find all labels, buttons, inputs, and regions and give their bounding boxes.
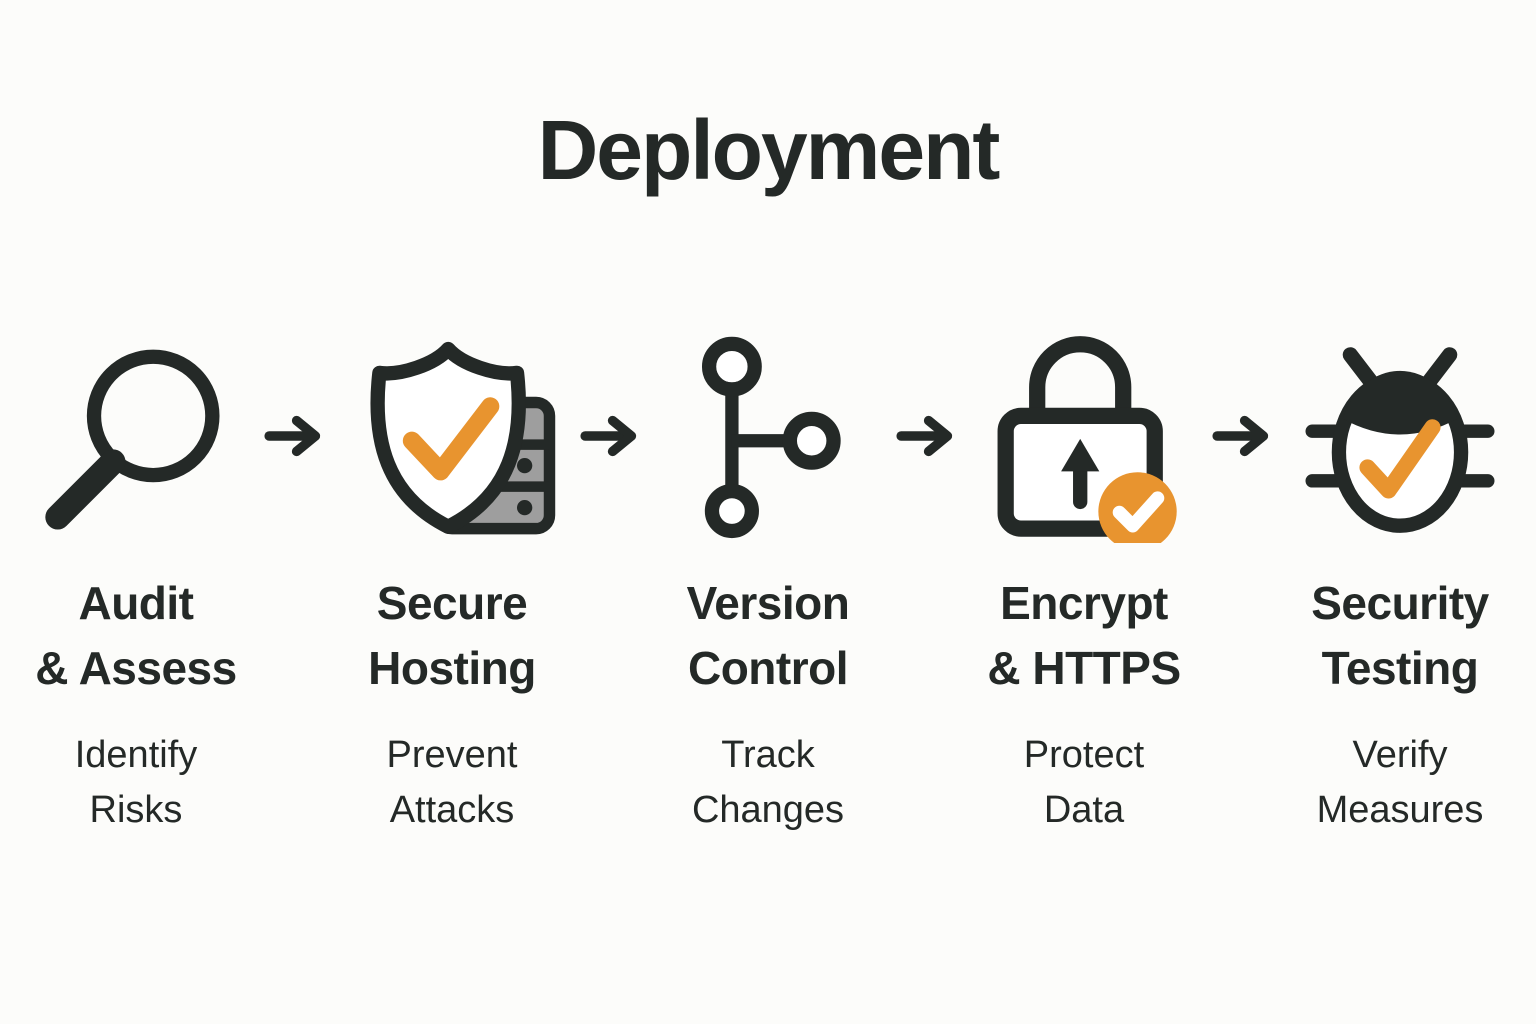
process-flow: Audit & Assess Identify Risks [0,328,1536,838]
right-arrow-icon [580,415,637,457]
magnifier-icon [31,328,241,543]
step-title: Security Testing [1311,577,1489,695]
step-subtitle: Prevent Attacks [386,733,518,831]
flow-connector [262,406,326,466]
right-arrow-icon [264,415,321,457]
flow-connector [894,406,958,466]
step-title: Encrypt & HTTPS [987,577,1181,695]
step-secure-hosting: Secure Hosting Prevent Attacks [326,328,578,838]
step-subtitle: Identify Risks [74,733,198,831]
right-arrow-icon [896,415,953,457]
step-title: Secure Hosting [368,577,536,695]
bug-check-icon [1295,328,1505,543]
step-subtitle: Verify Measures [1316,733,1484,831]
step-audit-assess: Audit & Assess Identify Risks [10,328,262,838]
step-subtitle: Protect Data [1023,733,1145,831]
step-subtitle: Track Changes [691,733,845,831]
shield-server-icon [345,328,560,543]
step-title: Version Control [686,577,850,695]
step-version-control: Version Control Track Changes [642,328,894,838]
git-branch-icon [673,328,863,543]
step-security-testing: Security Testing Verify Measures [1274,328,1526,838]
padlock-check-icon [977,328,1192,543]
step-encrypt-https: Encrypt & HTTPS Protect Data [958,328,1210,838]
page-title: Deployment [537,103,1001,197]
flow-connector [578,406,642,466]
step-title: Audit & Assess [35,577,237,695]
right-arrow-icon [1212,415,1269,457]
flow-connector [1210,406,1274,466]
